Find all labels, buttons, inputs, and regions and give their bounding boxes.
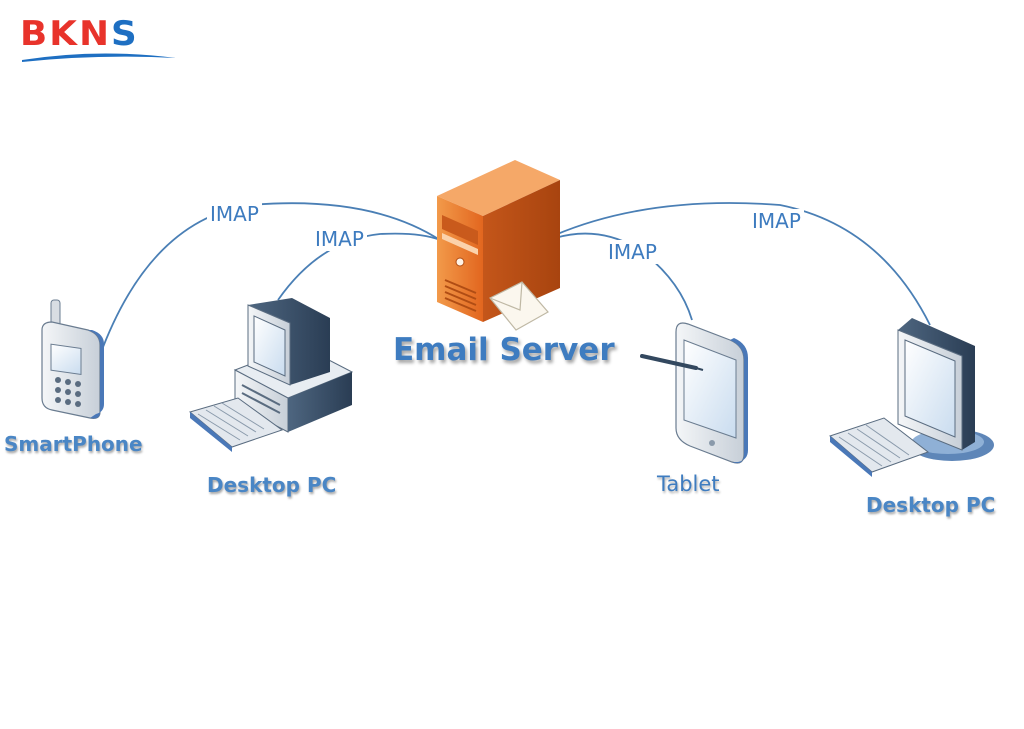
desktop-pc-right-icon [829,318,994,477]
link-label-desktop-right: IMAP [749,209,804,233]
link-label-tablet: IMAP [605,240,660,264]
smartphone-icon [41,299,104,419]
smartphone-label: SmartPhone [4,432,143,456]
logo-text-blue: S [111,14,139,54]
email-server-icon [437,160,560,322]
logo-swoosh-icon [22,53,176,62]
email-server-label: Email Server [393,332,615,368]
link-label-smartphone: IMAP [207,202,262,226]
link-line-desktop-left [277,232,441,301]
logo-text-red: BKN [20,14,112,54]
tablet-label: Tablet [657,472,720,496]
desktop-pc-left-label: Desktop PC [207,473,337,497]
link-line-desktop-right [554,202,931,326]
link-label-desktop-left: IMAP [312,227,367,251]
bkns-logo[interactable]: BKNS [18,14,178,64]
envelope-icon [489,281,549,331]
desktop-pc-right-label: Desktop PC [866,493,996,517]
desktop-pc-left-icon [188,298,354,452]
tablet-icon [640,322,748,464]
